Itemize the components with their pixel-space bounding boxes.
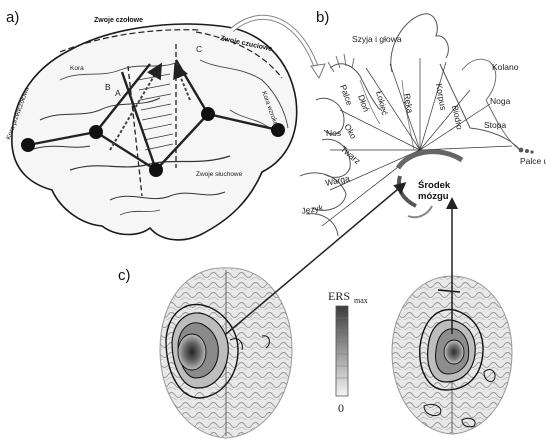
body-label-hip: Biodro [450, 104, 465, 130]
network-node-frontal [21, 138, 35, 152]
panel-label-b: b) [316, 9, 329, 26]
body-label-neck-head: Szyja i głowa [352, 34, 402, 44]
ers-legend-title: ERS [328, 289, 350, 303]
body-label-leg: Noga [490, 96, 511, 106]
ers-legend-zero: 0 [338, 401, 344, 415]
panel-label-a: a) [6, 9, 19, 26]
body-label-tongue: Język [301, 202, 325, 216]
body-label-torso: Korpus [434, 83, 449, 111]
panel-b-homunculus: Szyja i głowa Łokieć Ręka Korpus Biodro … [300, 14, 546, 236]
body-label-nose: Nos [326, 128, 341, 138]
body-label-eye: Oko [342, 122, 359, 141]
body-label-knee: Kolano [492, 62, 519, 72]
panel-a-brain: Zwoje czołowe Zwoje czuciowe Kora Kora p… [5, 17, 296, 240]
region-label-frontal-gyri: Zwoje czołowe [94, 17, 143, 24]
region-label-auditory: Zwoje słuchowe [196, 171, 243, 178]
center-label: Środek mózgu [418, 179, 453, 202]
center-label-line1: Środek [418, 179, 451, 191]
body-label-foot: Stopa [484, 120, 506, 130]
network-node-temporal [149, 163, 163, 177]
body-label-palm: Dłoń [356, 93, 371, 113]
region-label-cortex: Kora [70, 65, 84, 72]
body-label-elbow: Łokieć [374, 90, 390, 117]
body-label-toes: Palce u stóp [520, 156, 546, 166]
body-label-arm: Ręka [402, 93, 415, 115]
center-label-line2: mózgu [418, 191, 449, 202]
network-node-premotor [89, 125, 103, 139]
region-letter-c: C [196, 44, 202, 54]
ers-legend: ERS max 0 [328, 289, 368, 415]
ers-colorbar [336, 306, 348, 396]
region-letter-b: B [105, 82, 111, 92]
body-label-fingers: Palce [338, 83, 355, 107]
panel-c-brain-left [160, 268, 292, 438]
panel-label-c: c) [118, 267, 131, 284]
ers-legend-subscript: max [354, 296, 368, 305]
network-node-parietal [201, 107, 215, 121]
region-letter-a: A [115, 88, 121, 98]
